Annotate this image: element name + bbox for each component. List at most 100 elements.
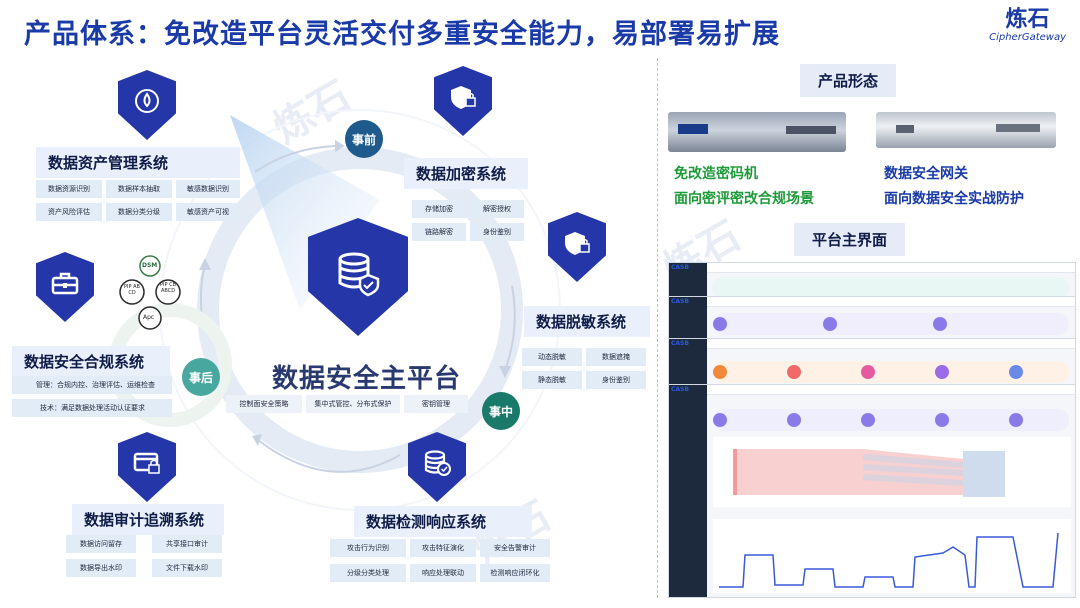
- topbar: [669, 263, 1075, 273]
- kpi-icon: [1009, 365, 1023, 379]
- system-tag: 身份鉴别: [586, 371, 646, 389]
- screenshot-logo: CASB: [671, 298, 689, 305]
- detection-system-title: 数据检测响应系统: [354, 506, 532, 537]
- side-nav: [669, 263, 707, 301]
- system-tag: 安全告警审计: [480, 539, 550, 557]
- brand-name-cn: 炼石: [1005, 7, 1050, 32]
- system-tag: 数据遮掩: [586, 348, 646, 366]
- system-tag: 检测响应闭环化: [480, 564, 550, 582]
- encryption-system-title: 数据加密系统: [404, 158, 528, 189]
- side-nav: [669, 297, 707, 341]
- center-feature: 控制面安全策略: [226, 395, 302, 413]
- product-name-crypto: 免改造密码机: [674, 166, 758, 182]
- badge-dsm: DSM: [142, 262, 158, 269]
- slide-title: 产品体系：免改造平台灵活交付多重安全能力，易部署易扩展: [24, 19, 780, 50]
- system-tag: 数据导出水印: [66, 559, 136, 577]
- topbar: [669, 297, 1075, 307]
- front-ports: [996, 124, 1040, 132]
- lcd-panel: [678, 124, 708, 134]
- screenshot-logo: CASB: [671, 340, 689, 347]
- phase-after-badge: 事后: [182, 358, 220, 396]
- shield-lock-icon: [565, 232, 590, 255]
- badge-pip: PIP ABCD: [124, 284, 140, 296]
- system-tag: 分级分类处理: [330, 564, 406, 582]
- system-tag: 静态脱敏: [522, 371, 582, 389]
- system-tag: 解密授权: [470, 200, 524, 218]
- kpi-icon: [713, 365, 727, 379]
- kpi-bar: [713, 277, 1069, 299]
- front-ports: [786, 126, 836, 134]
- kpi-bar: [713, 361, 1069, 383]
- kpi-icon: [935, 365, 949, 379]
- system-tag: 攻击行为识别: [330, 539, 406, 557]
- system-tag: 数据样本抽取: [106, 180, 172, 198]
- water-drop-icon: [135, 89, 159, 113]
- center-feature: 密钥管理: [404, 395, 468, 413]
- product-form-header: 产品形态: [800, 64, 897, 97]
- certification-badges: [119, 255, 181, 330]
- badge-apc: Apc: [143, 314, 155, 321]
- flow-ring: [108, 109, 561, 511]
- system-tag: 管理：合规内控、治理评估、运维检查: [12, 376, 172, 394]
- kpi-icon: [787, 413, 801, 427]
- screenshot-logo: CASB: [671, 264, 689, 271]
- product-desc-gateway: 面向数据安全实战防护: [884, 191, 1024, 207]
- audit-system-title: 数据审计追溯系统: [72, 504, 224, 535]
- ui-charts: [713, 437, 1071, 593]
- ui-screenshot: CASB: [668, 296, 1076, 342]
- kpi-bar: [713, 313, 1069, 335]
- system-tag: 敏感数据识别: [176, 180, 240, 198]
- database-check-icon: [424, 450, 451, 476]
- kpi-icon: [713, 317, 727, 331]
- topbar: [669, 385, 1075, 395]
- kpi-icon: [861, 365, 875, 379]
- main-platform-title: 数据安全主平台: [272, 364, 462, 394]
- topbar: [669, 339, 1075, 349]
- platform-ui-header: 平台主界面: [794, 223, 906, 256]
- kpi-icon: [713, 413, 727, 427]
- side-nav: [669, 339, 707, 387]
- ui-screenshot: CASB: [668, 338, 1076, 388]
- kpi-icon: [787, 365, 801, 379]
- system-tag: 资产风险评估: [36, 203, 102, 221]
- asset-management-title: 数据资产管理系统: [36, 147, 240, 178]
- masking-system-title: 数据脱敏系统: [524, 306, 650, 337]
- card-lock-icon: [133, 452, 160, 474]
- crypto-machine-image: [668, 112, 846, 152]
- system-tag: 数据资源识别: [36, 180, 102, 198]
- system-tag: 数据访问留存: [66, 535, 136, 553]
- system-tag: 敏感资产可视: [176, 203, 240, 221]
- kpi-icon: [1009, 413, 1023, 427]
- product-desc-crypto: 面向密评密改合规场景: [674, 191, 814, 207]
- kpi-icon: [933, 317, 947, 331]
- center-feature: 集中式管控、分布式保护: [306, 395, 400, 413]
- ui-screenshot: CASB: [668, 384, 1076, 598]
- system-tag: 链路解密: [412, 223, 466, 241]
- system-tag: 攻击特征演化: [410, 539, 476, 557]
- compliance-system-title: 数据安全合规系统: [12, 346, 170, 377]
- system-tag: 动态脱敏: [522, 348, 582, 366]
- kpi-icon: [935, 413, 949, 427]
- system-tag: 数据分类分级: [106, 203, 172, 221]
- security-gateway-image: [876, 112, 1056, 148]
- system-tag: 技术：满足数据处理活动认证要求: [12, 399, 172, 417]
- system-tag: 共享接口审计: [152, 535, 222, 553]
- system-tag: 文件下载水印: [152, 559, 222, 577]
- product-name-gateway: 数据安全网关: [884, 166, 968, 182]
- screenshot-logo: CASB: [671, 386, 689, 393]
- system-tag: 存储加密: [412, 200, 466, 218]
- divider: [657, 58, 658, 598]
- kpi-icon: [861, 413, 875, 427]
- brand-name-en: CipherGateway: [989, 32, 1066, 43]
- badge-pip-cb: PIP CB ABCD: [159, 282, 176, 294]
- shield-lock-icon: [451, 86, 476, 109]
- front-ports: [896, 125, 914, 133]
- system-tag: 响应处理联动: [410, 564, 476, 582]
- kpi-icon: [823, 317, 837, 331]
- kpi-bar: [713, 409, 1069, 431]
- side-nav: [669, 385, 707, 597]
- brand-logo: 炼石 CipherGateway: [989, 7, 1066, 44]
- ui-screenshot: CASB: [668, 262, 1076, 302]
- system-tag: 身份鉴别: [470, 223, 524, 241]
